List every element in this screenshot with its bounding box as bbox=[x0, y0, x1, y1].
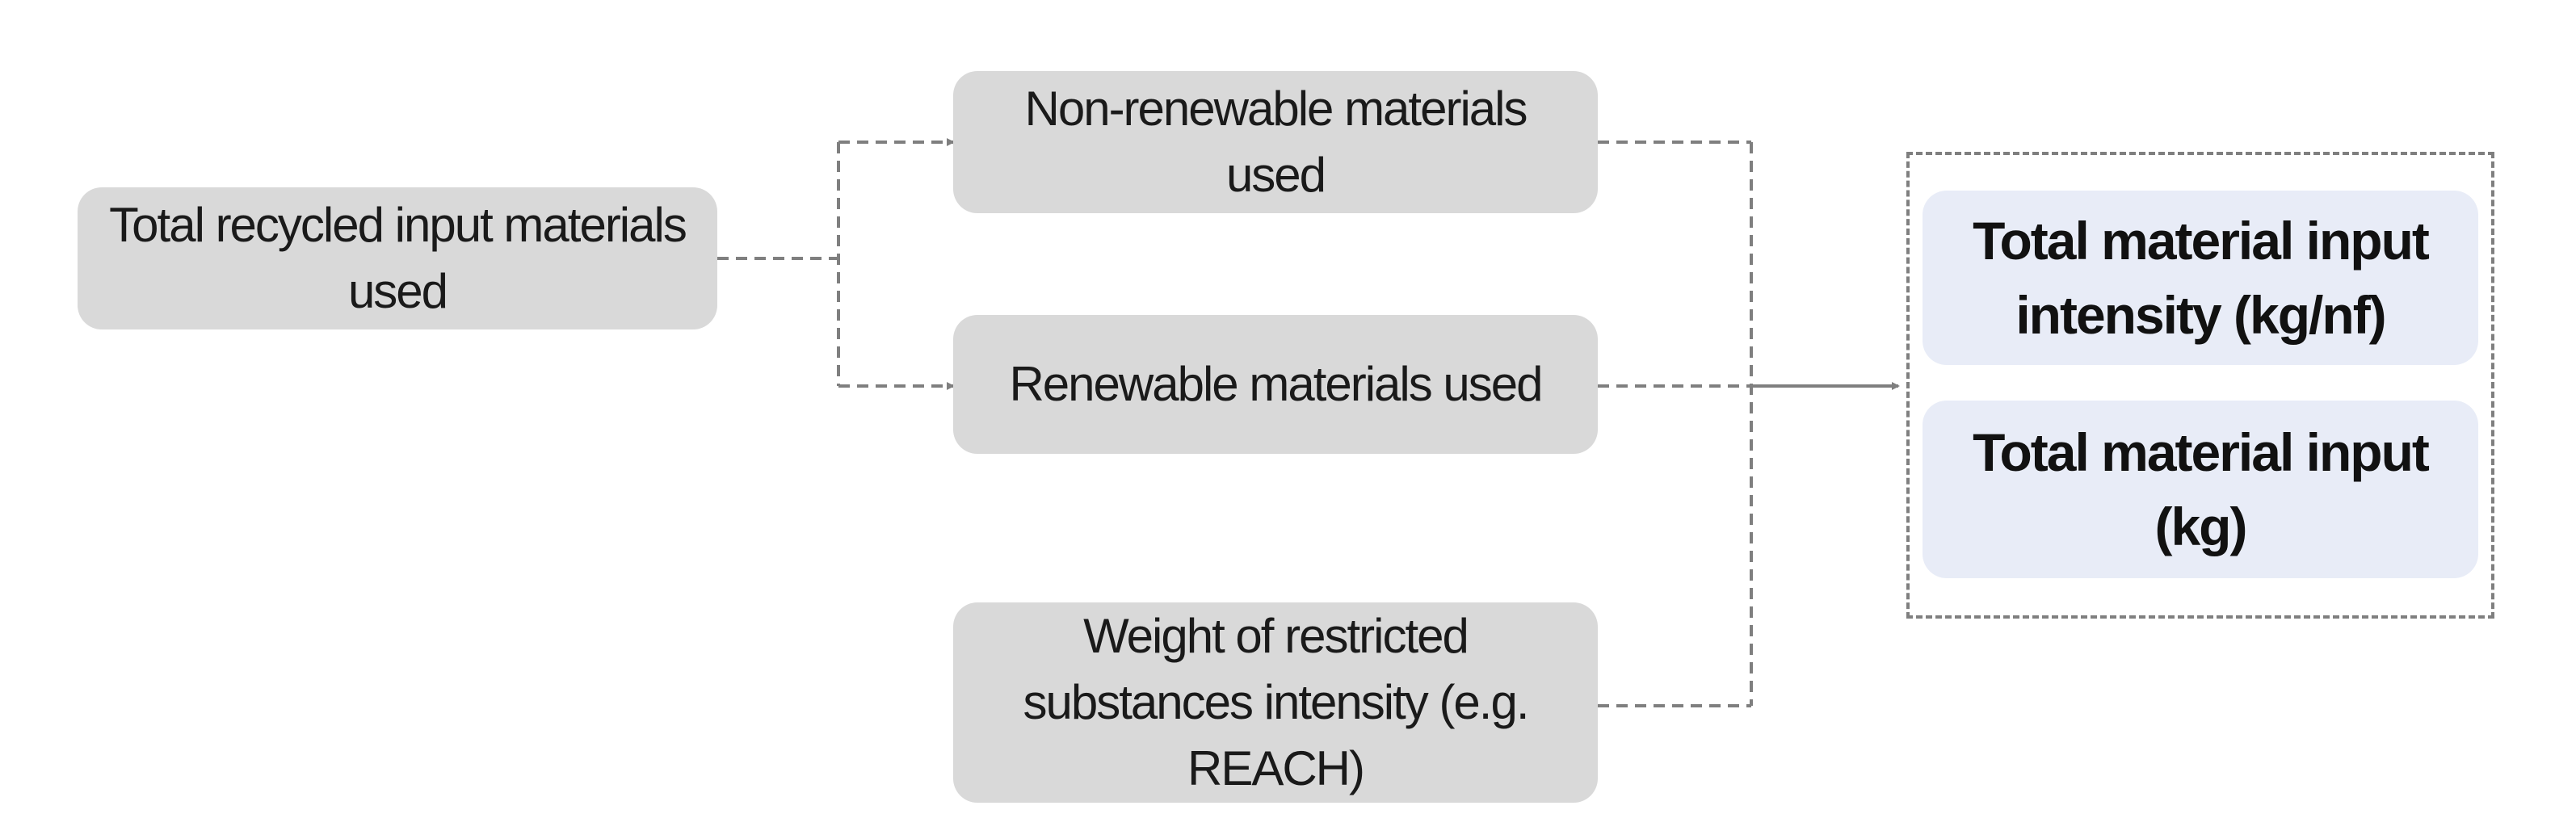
node-material-input: Total material input (kg) bbox=[1923, 401, 2478, 578]
node-non-renewable-materials-label: Non-renewable materials used bbox=[1024, 82, 1528, 202]
node-non-renewable-materials: Non-renewable materials used bbox=[953, 71, 1598, 213]
node-restricted-substances: Weight of restricted substances intensit… bbox=[953, 602, 1598, 803]
node-total-recycled-input-label: Total recycled input materials used bbox=[109, 198, 687, 318]
node-renewable-materials: Renewable materials used bbox=[953, 315, 1598, 454]
node-renewable-materials-label: Renewable materials used bbox=[1009, 357, 1543, 411]
output-group-frame bbox=[1906, 152, 2494, 619]
node-material-input-intensity-label: Total material input intensity (kg/nf) bbox=[1973, 211, 2430, 345]
node-material-input-intensity: Total material input intensity (kg/nf) bbox=[1923, 191, 2478, 365]
node-total-recycled-input: Total recycled input materials used bbox=[78, 187, 717, 329]
node-restricted-substances-label: Weight of restricted substances intensit… bbox=[1023, 609, 1529, 795]
node-material-input-label: Total material input (kg) bbox=[1973, 422, 2430, 556]
